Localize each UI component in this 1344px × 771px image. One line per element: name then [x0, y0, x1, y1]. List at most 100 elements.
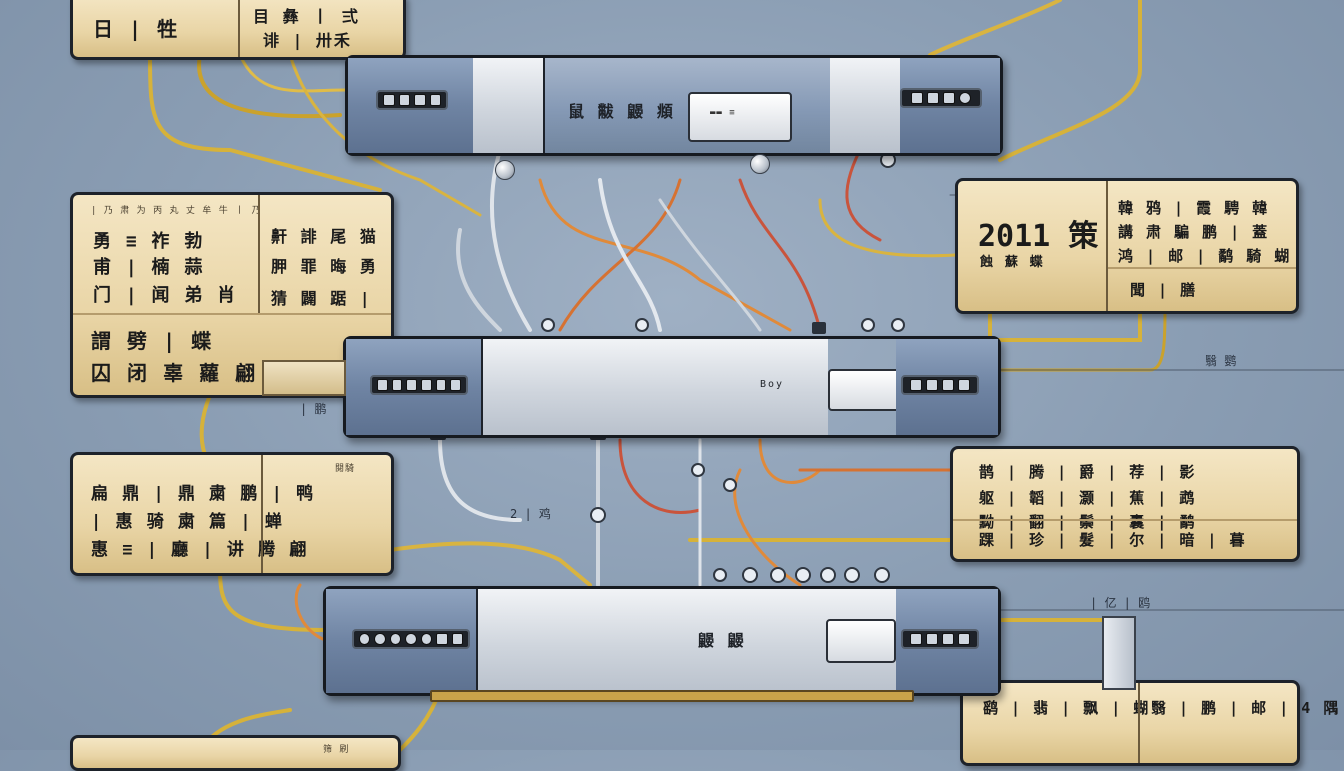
wire-gold-6 — [928, 0, 1062, 57]
node-12 — [844, 567, 860, 583]
port — [421, 379, 432, 391]
node-9 — [770, 567, 786, 583]
wire-silver-4 — [658, 198, 762, 332]
panel-h-divider — [953, 519, 1297, 521]
node-5 — [590, 507, 606, 523]
panel-divider — [238, 0, 240, 57]
wire-silver-5 — [438, 438, 522, 522]
device-top-right-panel — [830, 58, 900, 153]
wire-gold-3 — [238, 53, 347, 93]
panel-mid-left-header: | 乃 肃 为 丙 丸 丈 牟 牛 丨 乃 — [91, 206, 262, 216]
device-middle-label: Boy — [760, 379, 785, 390]
panel-right-mid-foot: 踝 | 珍 | 髮 | 尔 | 暗 | 暮 — [979, 531, 1247, 549]
port — [943, 92, 955, 104]
port — [405, 633, 417, 645]
port-strip — [900, 88, 982, 108]
node-6 — [691, 463, 705, 477]
device-top-card-slot[interactable]: ▬▬ ≡ — [688, 92, 792, 142]
panel-right-top-row-2: 講 肃 騙 鹏 | 蓋 — [1118, 223, 1270, 241]
panel-right-mid: 鹊 | 腾 | 爵 | 荐 | 影 躯 | 韜 | 灏 | 蕉 | 鹉 黝 | … — [950, 446, 1300, 562]
panel-top-left-right-bottom: 诽 | 卅禾 — [263, 31, 352, 50]
panel-mid-left-right-row-1: 鼾 誹 尾 猫 — [271, 227, 378, 246]
panel-h-divider — [1108, 267, 1296, 269]
device-top-knob[interactable] — [750, 154, 770, 174]
port-strip — [901, 375, 979, 395]
panel-mid-left-right-row-3: 猜 闢 踞 | — [271, 289, 372, 308]
wire-gold-2 — [197, 53, 342, 119]
panel-mid-left-2: 扁 鼎 | 鼎 粛 鹏 | 鸭 | 惠 骑 粛 篇 | 蝉 惠 ≡ | 廳 | … — [70, 452, 394, 576]
node-8 — [742, 567, 758, 583]
panel-right-mid-row-2: 躯 | 韜 | 灏 | 蕉 | 鹉 — [979, 489, 1197, 507]
port — [926, 633, 938, 645]
panel-right-mid-row-3: 黝 | 翻 | 鬃 | 囊 | 鹬 — [979, 513, 1197, 531]
panel-right-top-row-3: 鸿 | 邮 | 鹬 騎 蝴 — [1118, 247, 1292, 265]
wire-gold-11 — [388, 541, 592, 587]
wire-gold-1 — [148, 53, 382, 192]
wire-orange-1 — [538, 178, 792, 332]
node-10 — [795, 567, 811, 583]
wire-silver-3 — [598, 178, 662, 332]
port — [911, 92, 923, 104]
connector-block — [262, 360, 346, 396]
panel-right-top: 2011 策 蝕 蘇 蝶 韓 鸦 | 霞 騁 韓 講 肃 騙 鹏 | 蓋 鸿 |… — [955, 178, 1299, 314]
panel-mid-left-2-tag: 閱騎 — [335, 464, 356, 474]
device-top-card-text: ▬▬ ≡ — [710, 108, 736, 118]
node-2 — [635, 318, 649, 332]
port — [958, 633, 970, 645]
node-13 — [874, 567, 890, 583]
panel-mid-left-2-row-2: | 惠 骑 粛 篇 | 蝉 — [91, 512, 284, 532]
float-label-a: 翳 鹦 — [1205, 354, 1237, 368]
panel-top-left: 日 | 牲 目 彝 丨 弍 诽 | 卅禾 — [70, 0, 406, 60]
panel-bottom-left-text: 筛 刷 — [323, 745, 350, 755]
wire-red-3 — [618, 438, 702, 514]
wire-gold-7 — [988, 303, 1142, 342]
port — [406, 379, 417, 391]
device-top-knob-left[interactable] — [495, 160, 515, 180]
port — [942, 633, 954, 645]
panel-bottom-left: 筛 刷 — [70, 735, 401, 771]
wire-gold-4 — [288, 53, 482, 217]
node-15 — [713, 568, 727, 582]
device-middle-card-slot[interactable] — [828, 369, 900, 411]
port — [910, 633, 922, 645]
float-label-b: | 鹏 — [300, 402, 327, 416]
port — [398, 94, 410, 106]
float-label-c: 2 | 鸡 — [510, 507, 551, 521]
port — [429, 94, 441, 106]
wire-gold-13 — [993, 618, 1112, 682]
panel-top-left-right-top: 目 彝 丨 弍 — [253, 7, 360, 26]
node-4 — [891, 318, 905, 332]
wire-gold-10 — [218, 568, 327, 632]
panel-divider — [1106, 181, 1108, 311]
wire-gold-14 — [818, 198, 957, 258]
wire-gold-5 — [998, 0, 1142, 162]
device-bottom-body — [476, 589, 828, 693]
port — [359, 633, 371, 645]
wire-orange-4 — [733, 468, 802, 587]
wire-orange-5 — [294, 583, 327, 642]
panel-mid-left-right-row-2: 胛 罪 晦 勇 — [271, 257, 378, 276]
device-bottom: 鼹 鼹 — [323, 586, 1001, 696]
device-bottom-card-slot[interactable] — [826, 619, 896, 663]
port — [451, 633, 463, 645]
node-7 — [723, 478, 737, 492]
panel-mid-left-bottom-row-1: 謂 劈 | 蝶 — [91, 329, 214, 353]
wire-orange-3 — [758, 438, 822, 484]
port — [376, 379, 388, 391]
panel-mid-left-2-row-3: 惠 ≡ | 廳 | 讲 腾 翩 — [91, 540, 309, 560]
device-top: 鼠 黻 鼹 頫 ▬▬ ≡ — [345, 55, 1003, 156]
node-11 — [820, 567, 836, 583]
panel-divider — [261, 455, 263, 573]
port — [436, 633, 448, 645]
device-middle: Boy — [343, 336, 1001, 438]
port-strip — [901, 629, 979, 649]
port — [374, 633, 386, 645]
port — [435, 379, 447, 391]
side-connector — [1102, 616, 1136, 690]
port — [450, 379, 462, 391]
device-bottom-base-rail — [430, 690, 914, 702]
port — [420, 633, 433, 645]
device-bottom-label: 鼹 鼹 — [698, 631, 746, 650]
panel-right-top-big: 2011 策 — [978, 219, 1099, 254]
panel-divider — [1138, 683, 1140, 763]
